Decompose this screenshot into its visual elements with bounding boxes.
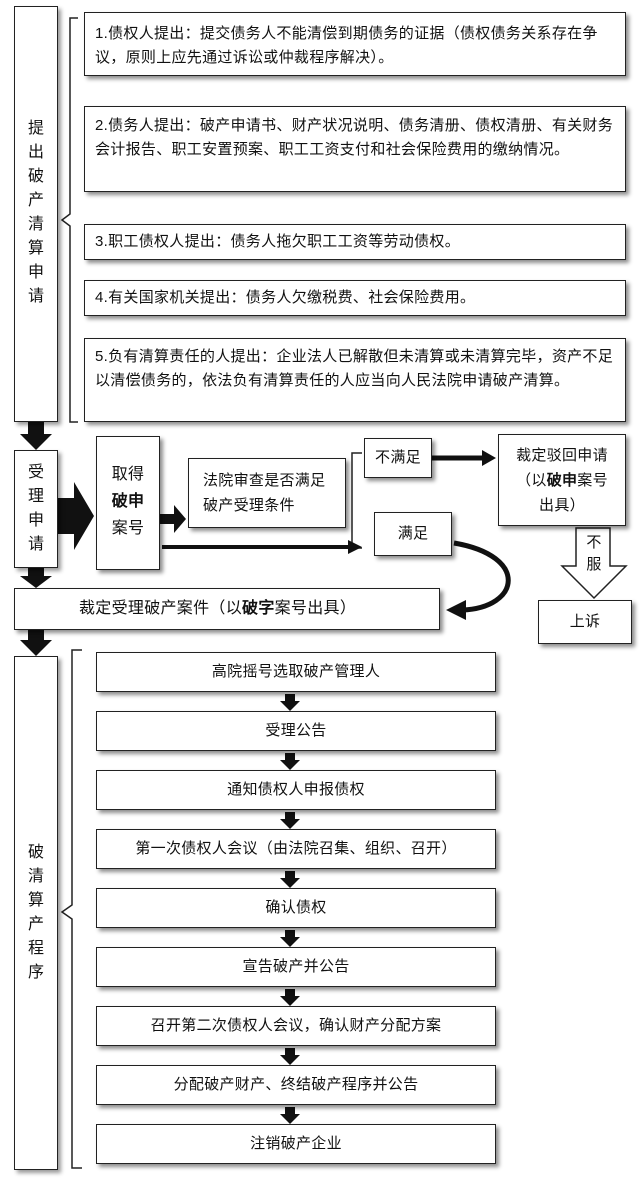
step-deregister-enterprise: 注销破产企业	[96, 1124, 496, 1164]
stage-accept: 受 理 申 请	[14, 450, 58, 568]
stage-apply: 提 出 破 产 清 算 申 请	[14, 6, 58, 422]
step-declare-bankruptcy: 宣告破产并公告	[96, 947, 496, 987]
appeal-arrow-label: 不服	[586, 534, 602, 573]
applicant-debtor: 2.债务人提出：破产申请书、财产状况说明、债务清册、债权清册、有关财务会计报告、…	[84, 106, 626, 192]
step-second-creditors-meeting: 召开第二次债权人会议，确认财产分配方案	[96, 1006, 496, 1046]
steps-brace	[60, 649, 82, 1169]
step-distribute-assets: 分配破产财产、终结破产程序并公告	[96, 1065, 496, 1105]
step-notify-creditors: 通知债权人申报债权	[96, 770, 496, 810]
applicants-brace	[60, 17, 78, 423]
appeal-arrow	[560, 527, 628, 600]
applicant-creditor: 1.债权人提出：提交债务人不能清偿到期债务的证据（债权债务关系存在争议，原则上应…	[84, 12, 626, 76]
applicant-employee: 3.职工债权人提出：债务人拖欠职工工资等劳动债权。	[84, 224, 626, 260]
stage-accept-label: 受 理 申 请	[27, 464, 44, 553]
accept-ruling-box: 裁定受理破产案件（以破字案号出具）	[14, 588, 440, 630]
case-number-box: 取得 破申 案号	[96, 436, 160, 570]
stage-procedure-label: 破 清 算 产 程 序	[27, 844, 44, 981]
applicant-liquidation-party: 5.负有清算责任的人提出：企业法人已解散但未清算或未清算完毕，资产不足以清偿债务…	[84, 338, 626, 422]
not-satisfied-arrow	[482, 450, 496, 466]
review-bracket	[351, 452, 362, 549]
step-select-administrator: 高院摇号选取破产管理人	[96, 652, 496, 692]
step-confirm-claims: 确认债权	[96, 888, 496, 928]
stage-apply-label: 提 出 破 产 清 算 申 请	[27, 120, 44, 305]
not-satisfied-box: 不满足	[364, 438, 432, 478]
accept-to-case-arrow	[56, 482, 94, 550]
case-to-satisfied-arrow	[348, 540, 362, 554]
stage-arrow-3	[20, 628, 52, 656]
case-to-review-arrow	[160, 505, 186, 533]
step-first-creditors-meeting: 第一次债权人会议（由法院召集、组织、召开）	[96, 829, 496, 869]
court-review-box: 法院审查是否满足破产受理条件	[188, 458, 346, 528]
step-arrows	[280, 694, 300, 1124]
stage-arrow-2	[20, 568, 52, 588]
satisfied-curve-arrow	[453, 540, 511, 613]
reject-ruling-box: 裁定驳回申请（以破申案号出具）	[498, 434, 626, 526]
stage-arrow-1	[20, 422, 52, 450]
stage-procedure: 破 清 算 产 程 序	[14, 656, 58, 1170]
satisfied-box: 满足	[374, 512, 452, 556]
step-acceptance-notice: 受理公告	[96, 711, 496, 751]
appeal-box: 上诉	[538, 600, 632, 644]
applicant-state-agency: 4.有关国家机关提出：债务人欠缴税费、社会保险费用。	[84, 280, 626, 316]
